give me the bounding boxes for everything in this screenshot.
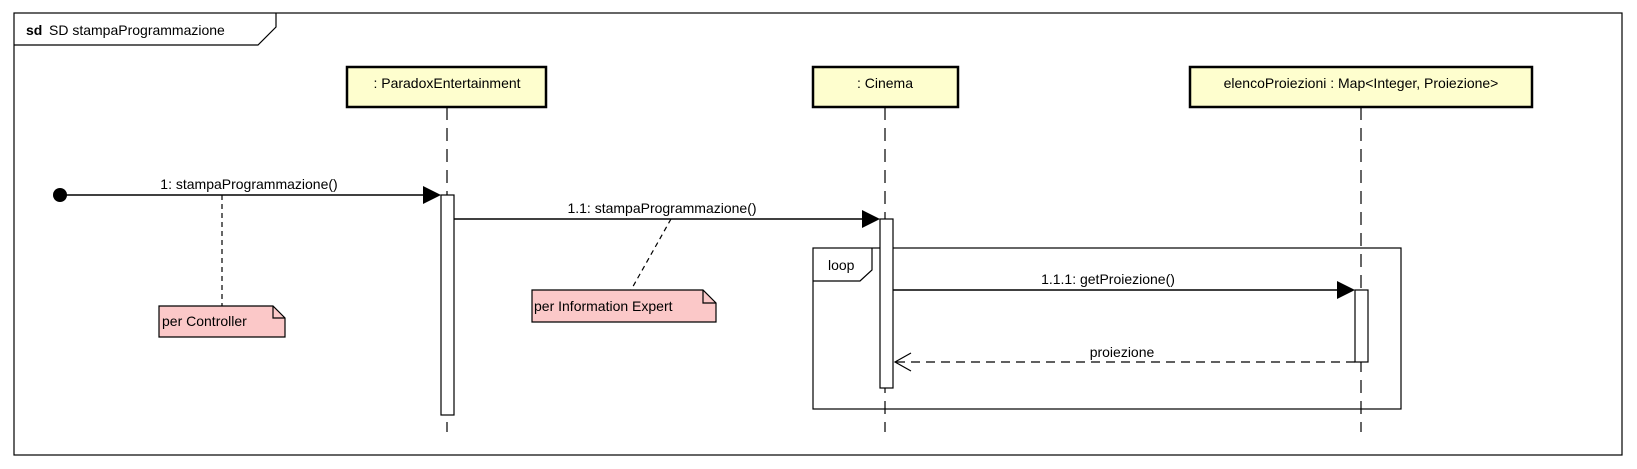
note-expert-fold bbox=[702, 290, 716, 304]
return-message-arrowhead bbox=[893, 352, 912, 372]
lifeline-cinema-box bbox=[811, 65, 960, 109]
message-1-1-arrowhead bbox=[862, 210, 880, 228]
lifeline-paradox-box bbox=[345, 65, 548, 109]
message-1-arrowhead bbox=[423, 186, 441, 204]
message-1-label: 1: stampaProgrammazione() bbox=[160, 176, 337, 192]
frame-title: SD stampaProgrammazione bbox=[49, 22, 225, 38]
return-message-label: proiezione bbox=[1090, 344, 1155, 360]
note-controller-text: per Controller bbox=[162, 313, 247, 329]
lifeline-paradox-label: : ParadoxEntertainment bbox=[373, 75, 520, 91]
note-controller-fold bbox=[272, 306, 285, 319]
frame-keyword: sd bbox=[26, 22, 42, 38]
loop-fragment-operator: loop bbox=[828, 257, 855, 273]
activation-cinema bbox=[879, 218, 894, 389]
activation-elenco bbox=[1354, 289, 1369, 363]
message-1-1-label: 1.1: stampaProgrammazione() bbox=[567, 200, 756, 216]
note-expert-text: per Information Expert bbox=[534, 298, 673, 314]
loop-fragment-tab bbox=[813, 248, 873, 282]
loop-fragment bbox=[812, 247, 1402, 410]
activation-paradox bbox=[440, 194, 455, 416]
note-expert-box bbox=[531, 289, 717, 323]
message-1-1-1-arrowhead bbox=[1337, 281, 1355, 299]
note-expert-connector bbox=[630, 218, 672, 291]
message-1-1-1-label: 1.1.1: getProiezione() bbox=[1041, 271, 1175, 287]
lifeline-cinema-label: : Cinema bbox=[857, 75, 913, 91]
frame-title-tab bbox=[14, 13, 277, 46]
lifeline-elenco-box bbox=[1188, 65, 1534, 109]
note-controller-box bbox=[158, 305, 286, 338]
lifeline-elenco-label: elencoProiezioni : Map<Integer, Proiezio… bbox=[1224, 75, 1499, 91]
